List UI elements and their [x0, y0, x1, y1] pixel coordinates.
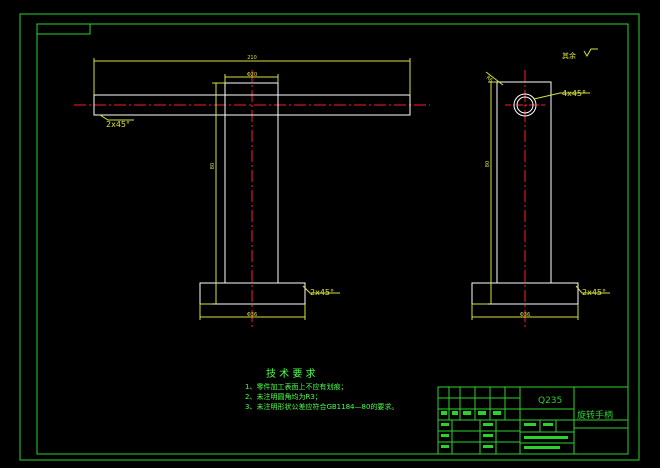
side-hole-chamfer-label: 4x45°: [562, 89, 586, 98]
side-base-width-dimension: [471, 304, 579, 320]
side-top-radius-label: R6: [485, 75, 494, 84]
roughness-symbol-icon: [583, 48, 598, 57]
side-hole-inner: [516, 96, 534, 114]
side-hole-chamfer-leader: [533, 92, 590, 100]
drawing-frame: [19, 13, 640, 461]
front-overall-width-label: 210: [247, 55, 257, 61]
side-base: [471, 282, 579, 305]
side-base-chamfer-label: 2x45°: [582, 288, 606, 297]
side-height-dimension: [472, 81, 497, 305]
front-top-chamfer-leader: [99, 114, 134, 121]
title-block-labels: [441, 411, 568, 449]
tech-req-item-1: 1、零件加工表面上不应有划痕；: [245, 382, 347, 391]
front-view: 210 Φ20 80 Φ36 2x45° 2x45°: [74, 55, 430, 330]
side-hole-outer: [513, 93, 537, 117]
front-base-chamfer-label: 2x45°: [310, 288, 334, 297]
roughness-note-label: 其余: [562, 51, 576, 60]
side-height-label: 80: [485, 161, 491, 167]
front-stem-width-label: Φ20: [247, 72, 257, 78]
side-view: 4x45° R6 80 Φ36 2x45° 其余: [471, 48, 610, 330]
front-overall-width-dimension: [93, 58, 411, 95]
front-top-chamfer-label: 2x45°: [106, 120, 130, 129]
title-block-part-name: 旋转手柄: [577, 409, 613, 421]
front-base-width-label: Φ36: [247, 312, 257, 318]
front-stem-height-dimension: [200, 82, 225, 305]
side-base-chamfer-leader: [575, 285, 610, 294]
front-base-width-dimension: [199, 304, 306, 320]
front-stem-height-label: 80: [210, 163, 216, 169]
side-base-width-label: Φ36: [520, 312, 530, 318]
title-block-material: Q235: [538, 396, 562, 406]
front-base-chamfer-leader: [302, 285, 340, 294]
technical-requirements: 技 术 要 求 1、零件加工表面上不应有划痕； 2、未注明圆角均为R3； 3、未…: [245, 367, 398, 411]
front-top-bar: [93, 94, 411, 116]
front-base: [199, 282, 306, 305]
tech-req-item-2: 2、未注明圆角均为R3；: [245, 392, 322, 401]
front-stem-width-dimension: [224, 74, 279, 83]
side-top-radius-leader: [485, 71, 504, 86]
title-block: [437, 386, 629, 455]
tech-req-item-3: 3、未注明形状公差应符合GB1184—80的要求。: [245, 402, 398, 411]
tech-req-title: 技 术 要 求: [266, 367, 316, 380]
